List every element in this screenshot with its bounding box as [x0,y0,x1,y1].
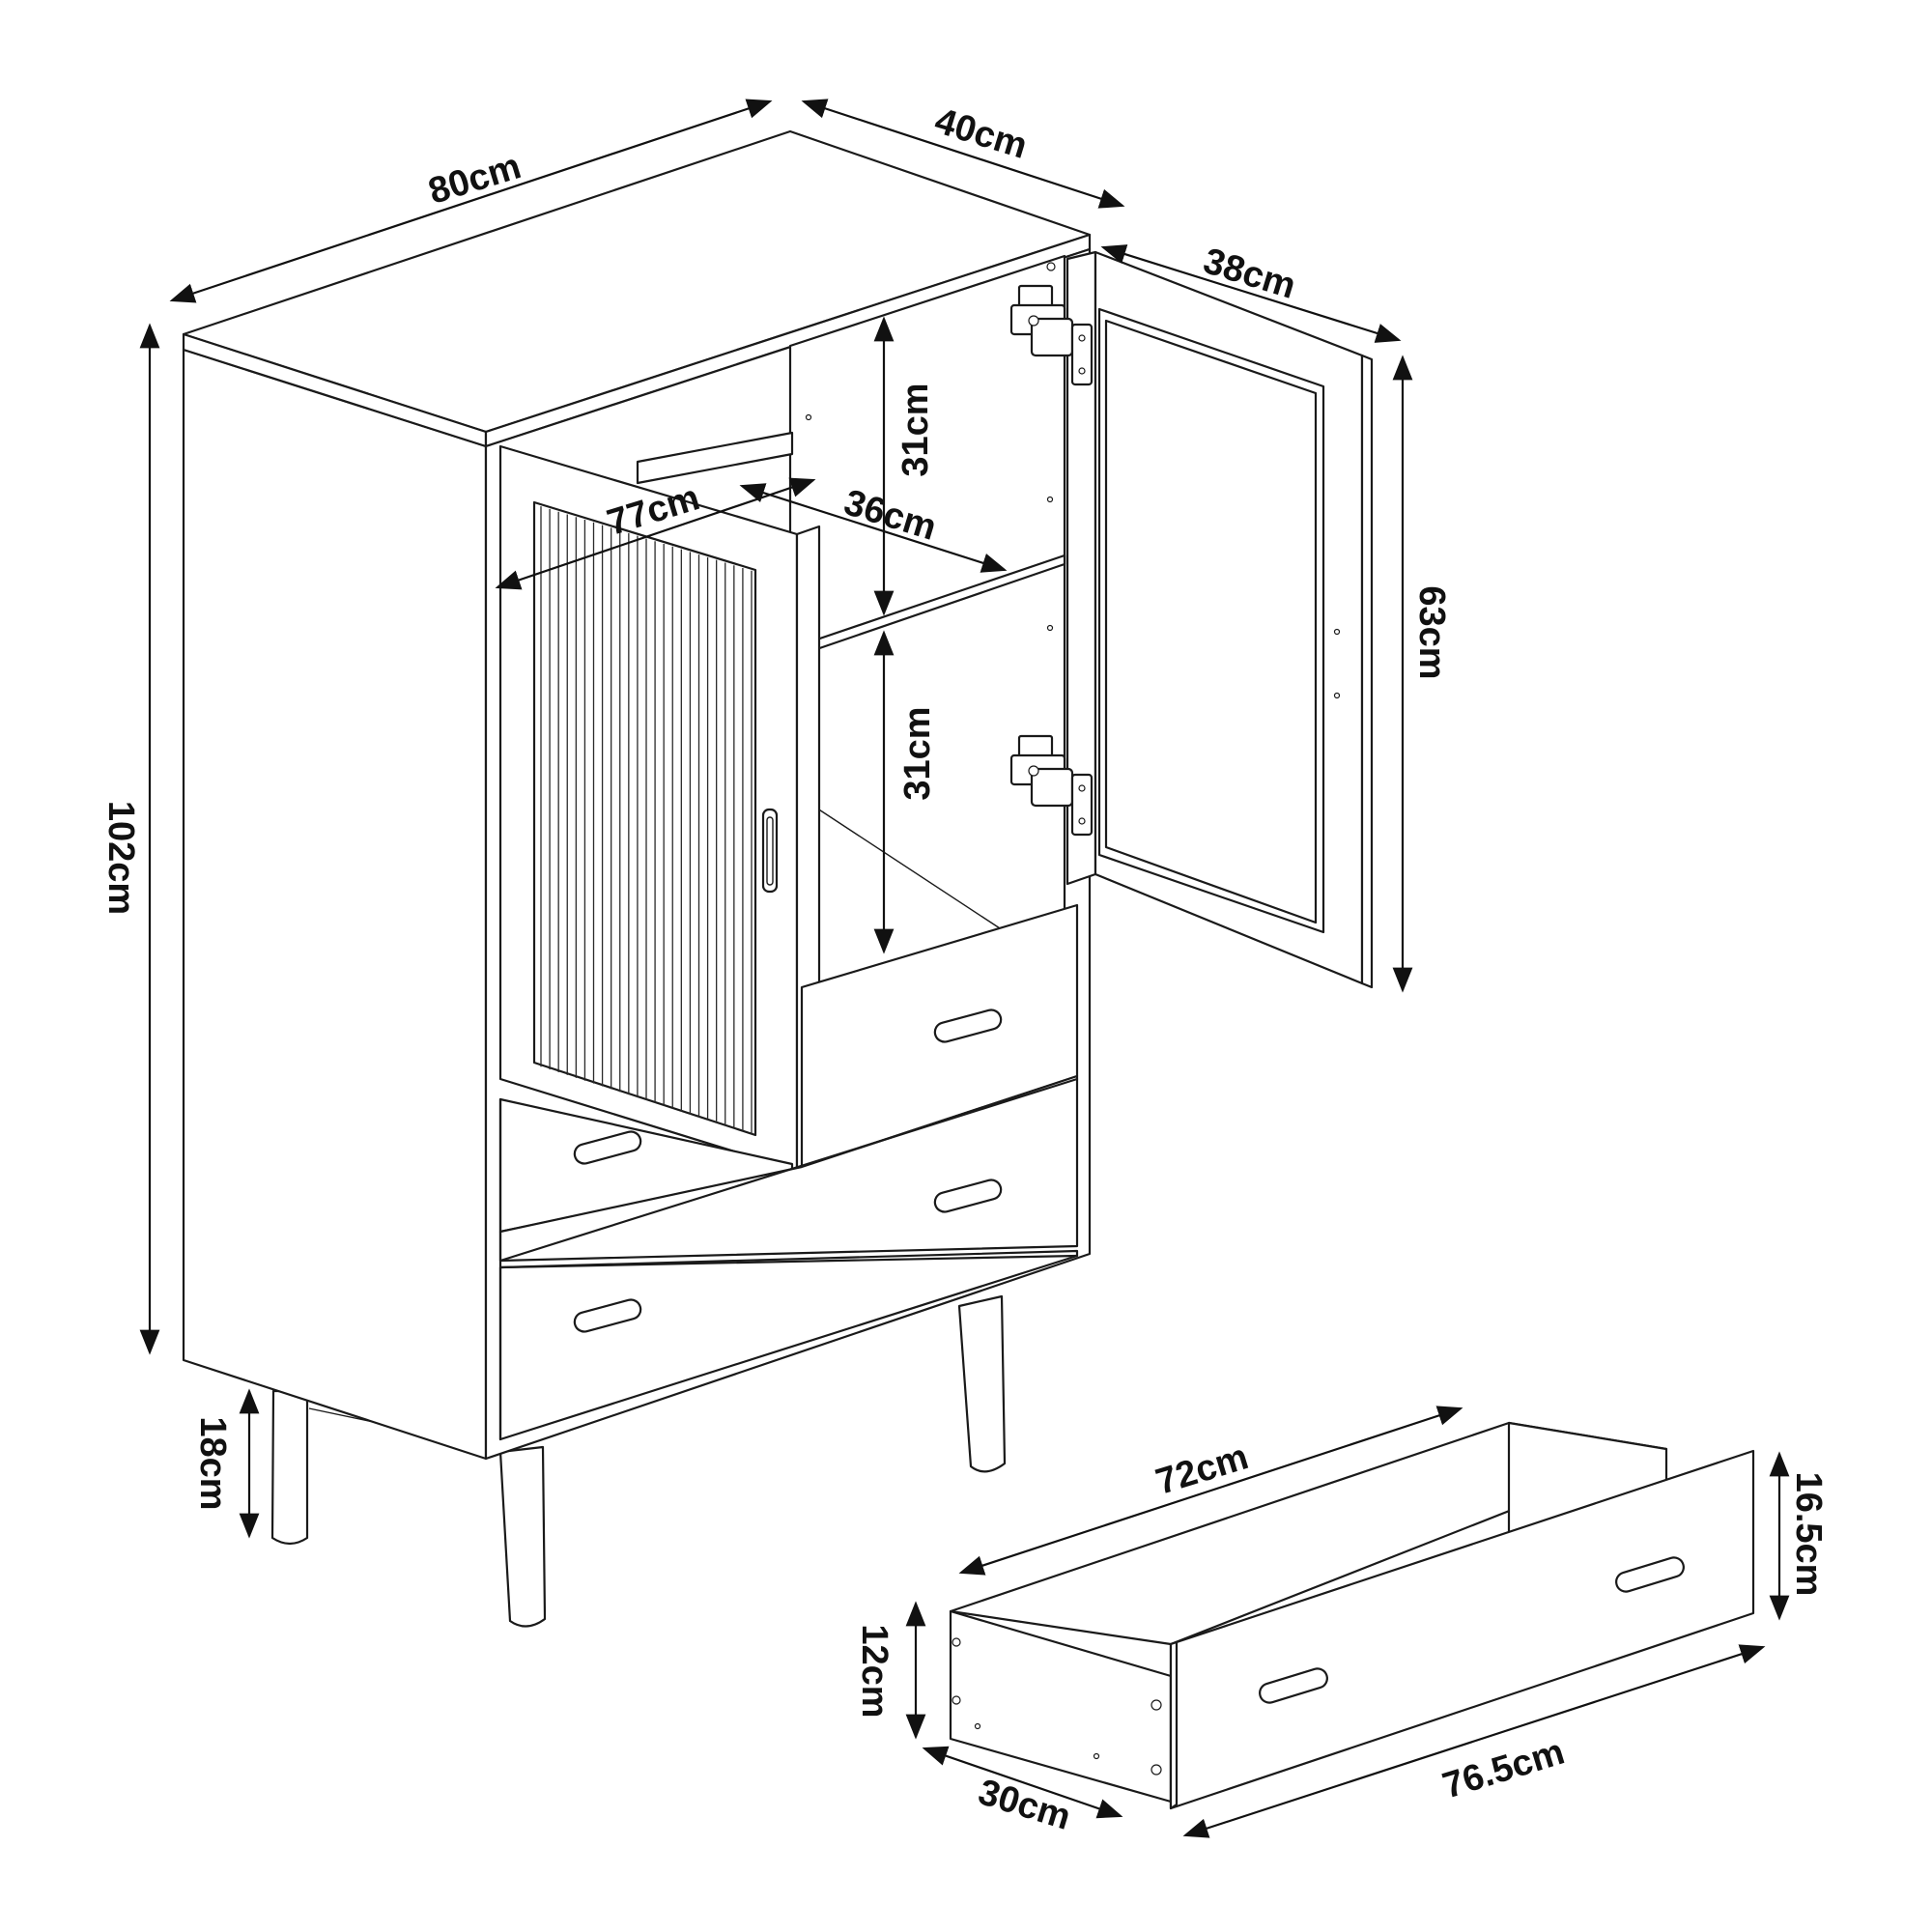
label-drawer-side-height: 12cm [854,1624,895,1718]
cabinet-drawers [498,903,1079,1441]
drawer-detail [949,1421,1755,1810]
label-cabinet-height: 102cm [100,801,141,915]
drawer-handle [933,1009,1003,1043]
label-drawer-front-length: 76.5cm [1438,1732,1570,1807]
label-cabinet-depth: 40cm [930,100,1032,167]
label-leg-height: 18cm [192,1416,233,1510]
drawer-handle [1615,1556,1685,1593]
label-cabinet-width: 80cm [424,146,526,213]
drawer-handle [573,1298,642,1333]
lower-hinge [1009,734,1094,837]
drawer-handle [933,1179,1003,1213]
label-door-height: 63cm [1411,585,1452,679]
cabinet-side-panel [182,348,488,1461]
left-door-handle [761,808,779,894]
drawer-handle [573,1130,642,1165]
label-compartment-upper: 31cm [895,383,936,476]
label-compartment-lower: 31cm [897,706,938,800]
dimension-lines [139,99,1790,1838]
right-door [1065,250,1374,989]
label-drawer-front-height: 16.5cm [1788,1472,1829,1597]
fluted-glass-slats [540,506,753,1134]
cabinet [182,129,1374,1628]
upper-hinge [1009,284,1094,386]
label-drawer-depth: 30cm [974,1772,1075,1838]
left-door [498,444,821,1173]
